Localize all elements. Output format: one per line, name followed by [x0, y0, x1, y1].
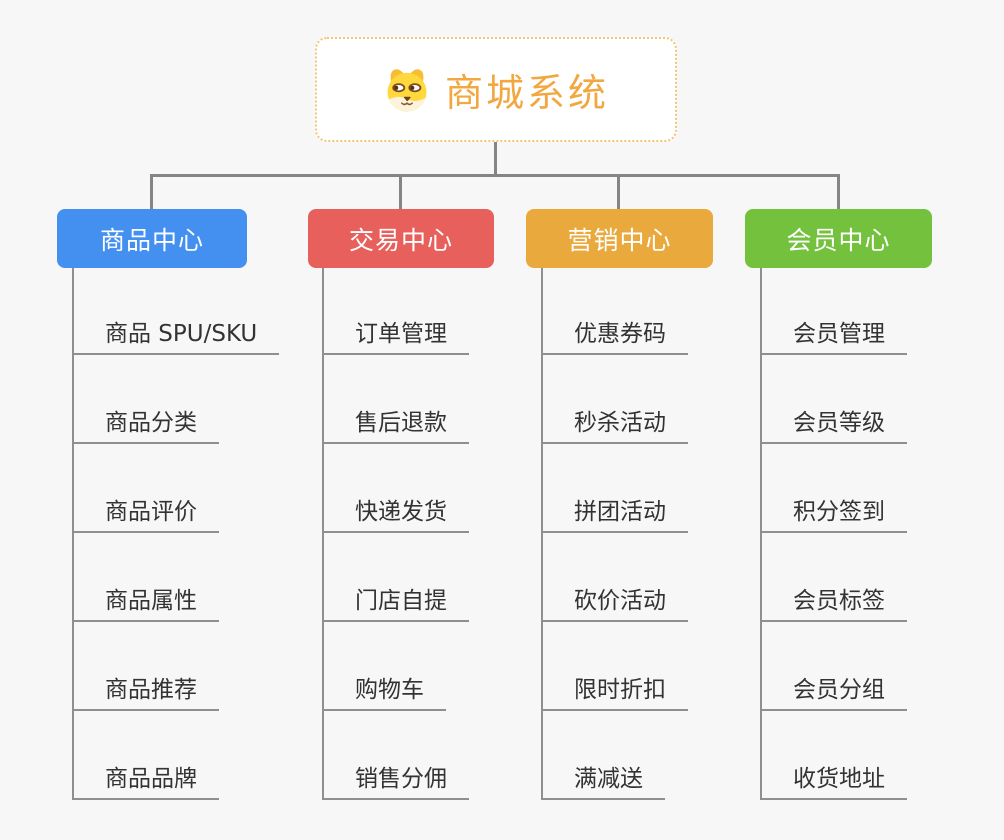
leaf-node[interactable]: 购物车 — [322, 676, 446, 711]
branch-label: 商品中心 — [99, 225, 204, 255]
leaf-node[interactable]: 商品评价 — [72, 498, 219, 533]
root-title: 商城系统 — [444, 71, 609, 115]
leaf-node[interactable]: 商品分类 — [72, 409, 219, 444]
branch-children-member: 会员管理 会员等级 积分签到 会员标签 会员分组 收货地址 — [760, 268, 907, 800]
leaf-node[interactable]: 积分签到 — [760, 498, 907, 533]
branch-label: 会员中心 — [786, 225, 891, 255]
leaf-node[interactable]: 商品推荐 — [72, 676, 219, 711]
leaf-node[interactable]: 会员等级 — [760, 409, 907, 444]
leaf-node[interactable]: 秒杀活动 — [541, 409, 688, 444]
connector-drop-marketing — [617, 174, 620, 209]
leaf-node[interactable]: 会员管理 — [760, 320, 907, 355]
branch-node-marketing-center[interactable]: 营销中心 — [526, 209, 713, 268]
branch-label: 营销中心 — [567, 225, 672, 255]
dog-face-icon — [387, 68, 427, 112]
leaf-node[interactable]: 会员分组 — [760, 676, 907, 711]
root-node[interactable]: 商城系统 — [315, 37, 677, 142]
leaf-node[interactable]: 商品品牌 — [72, 765, 219, 800]
branch-node-product-center[interactable]: 商品中心 — [57, 209, 247, 268]
leaf-node[interactable]: 订单管理 — [322, 320, 469, 355]
leaf-node[interactable]: 销售分佣 — [322, 765, 469, 800]
leaf-node[interactable]: 门店自提 — [322, 587, 469, 622]
connector-root-stub — [494, 142, 497, 174]
connector-trunk — [150, 174, 840, 177]
leaf-node[interactable]: 砍价活动 — [541, 587, 688, 622]
leaf-node[interactable]: 快递发货 — [322, 498, 469, 533]
leaf-node[interactable]: 会员标签 — [760, 587, 907, 622]
branch-children-marketing: 优惠券码 秒杀活动 拼团活动 砍价活动 限时折扣 满减送 — [541, 268, 688, 800]
leaf-node[interactable]: 商品 SPU/SKU — [72, 320, 280, 355]
connector-drop-member — [837, 174, 840, 209]
branch-children-product: 商品 SPU/SKU 商品分类 商品评价 商品属性 商品推荐 商品品牌 — [72, 268, 280, 800]
leaf-node[interactable]: 满减送 — [541, 765, 665, 800]
leaf-node[interactable]: 限时折扣 — [541, 676, 688, 711]
branch-children-trade: 订单管理 售后退款 快递发货 门店自提 购物车 销售分佣 — [322, 268, 469, 800]
branch-node-member-center[interactable]: 会员中心 — [745, 209, 932, 268]
connector-drop-product — [150, 174, 153, 209]
leaf-node[interactable]: 优惠券码 — [541, 320, 688, 355]
leaf-node[interactable]: 商品属性 — [72, 587, 219, 622]
branch-label: 交易中心 — [348, 225, 453, 255]
leaf-node[interactable]: 拼团活动 — [541, 498, 688, 533]
leaf-node[interactable]: 收货地址 — [760, 765, 907, 800]
branch-node-trade-center[interactable]: 交易中心 — [308, 209, 494, 268]
leaf-node[interactable]: 售后退款 — [322, 409, 469, 444]
connector-drop-trade — [399, 174, 402, 209]
